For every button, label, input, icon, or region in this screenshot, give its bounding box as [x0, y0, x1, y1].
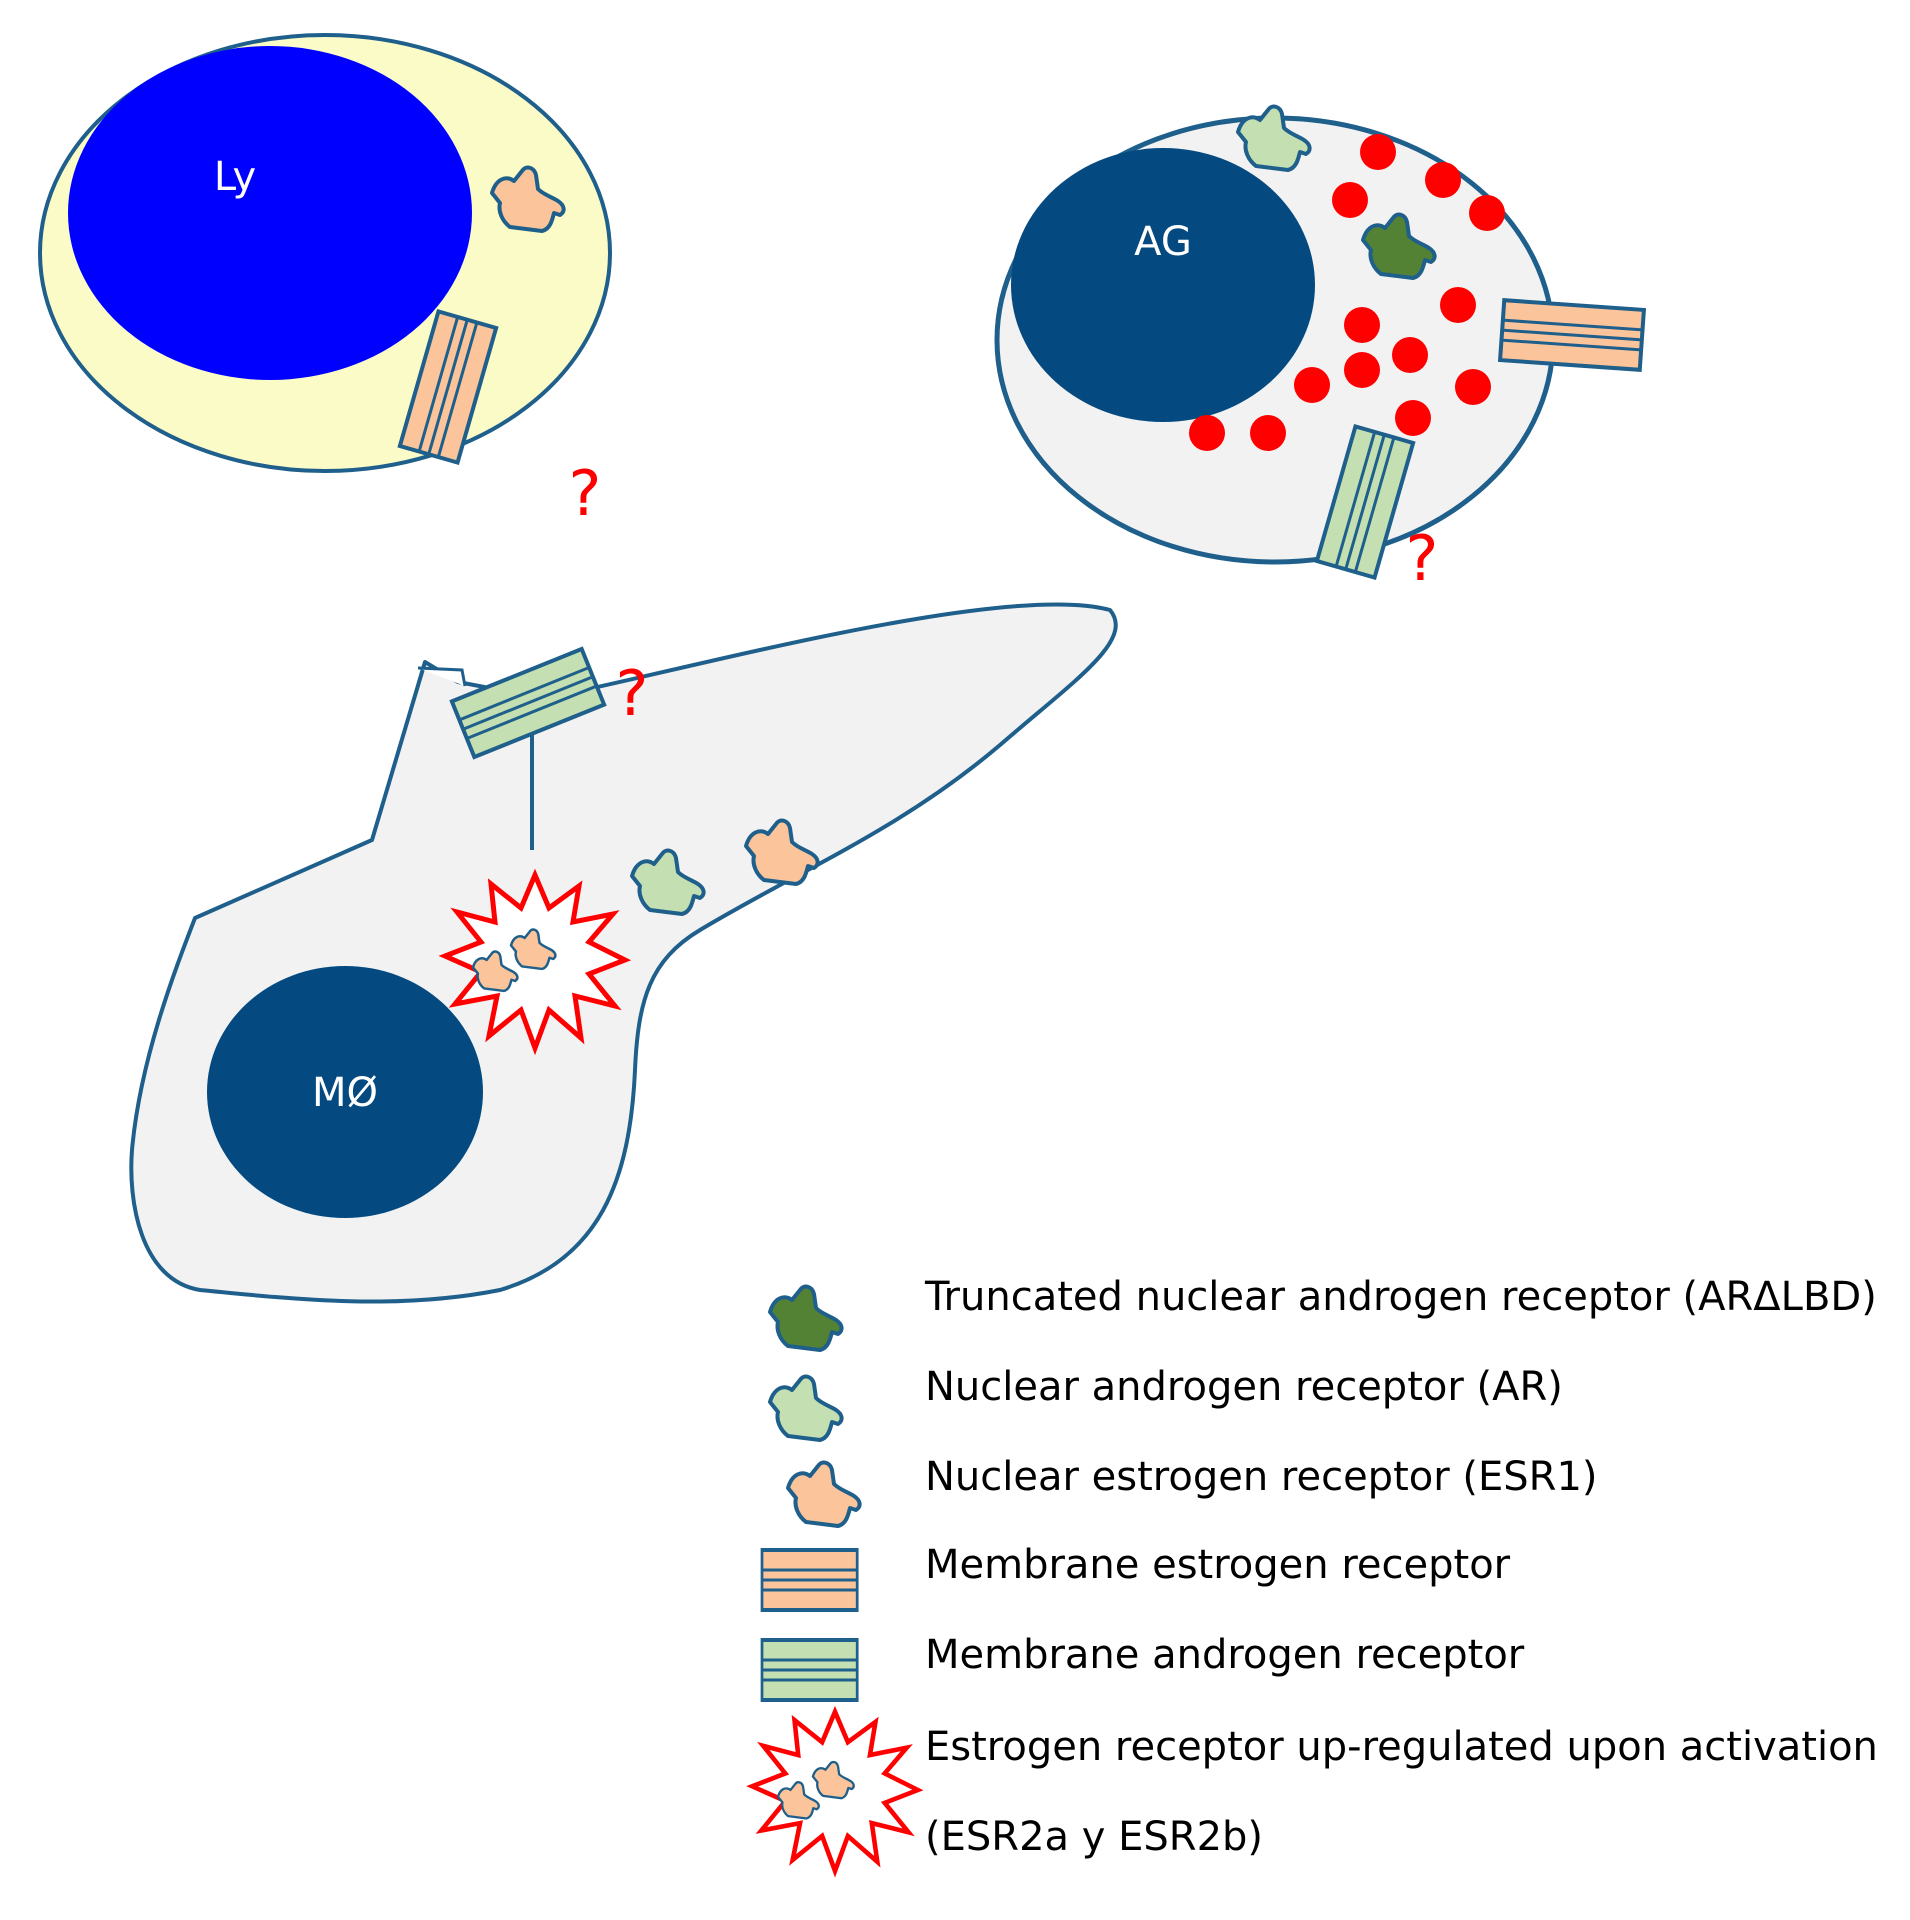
legend-membrane-er-label: Membrane estrogen receptor [925, 1542, 1511, 1588]
granulocyte-cell: AG ? [994, 104, 1646, 595]
legend-item-upregulated: Estrogen receptor up-regulated upon acti… [752, 1712, 1878, 1871]
legend-upregulated-label-line2: (ESR2a y ESR2b) [925, 1814, 1263, 1860]
legend-item-nuclear-esr1: Nuclear estrogen receptor (ESR1) [786, 1454, 1598, 1528]
legend-nuclear-esr1-label: Nuclear estrogen receptor (ESR1) [925, 1454, 1598, 1500]
legend-nuclear-ar-label: Nuclear androgen receptor (AR) [925, 1364, 1563, 1410]
macrophage-question-mark: ? [616, 657, 649, 730]
starburst-legend-icon [752, 1712, 918, 1871]
legend-item-nuclear-ar: Nuclear androgen receptor (AR) [768, 1364, 1563, 1442]
macrophage-nucleus [207, 966, 483, 1218]
membrane-estrogen-receptor-icon [1498, 298, 1646, 372]
membrane-er-legend-icon [760, 1548, 860, 1612]
truncated-ar-legend-icon [768, 1284, 844, 1352]
membrane-ar-legend-icon [760, 1638, 860, 1702]
legend-membrane-ar-label: Membrane androgen receptor [925, 1632, 1525, 1678]
granulocyte-nucleus [1011, 148, 1315, 422]
lymphocyte-nucleus [68, 46, 472, 380]
granulocyte-label: AG [1134, 219, 1192, 265]
legend-upregulated-label-line1: Estrogen receptor up-regulated upon acti… [925, 1724, 1878, 1770]
macrophage-label: MØ [312, 1070, 378, 1116]
legend-item-membrane-ar: Membrane androgen receptor [760, 1632, 1525, 1702]
ar-receptor-icon [1236, 104, 1312, 172]
ar-legend-icon [768, 1374, 844, 1442]
lymphocyte-question-mark: ? [569, 457, 602, 530]
lymphocyte-label: Ly [214, 154, 256, 200]
granulocyte-question-mark: ? [1406, 522, 1439, 595]
granules [1189, 134, 1505, 451]
macrophage-cell: MØ ? [129, 602, 1118, 1304]
legend: Truncated nuclear androgen receptor (ARΔ… [752, 1274, 1878, 1871]
legend-item-membrane-er: Membrane estrogen receptor [760, 1542, 1511, 1612]
legend-item-truncated-ar: Truncated nuclear androgen receptor (ARΔ… [768, 1274, 1877, 1352]
macrophage-membrane-notch [417, 666, 467, 687]
legend-truncated-ar-label: Truncated nuclear androgen receptor (ARΔ… [924, 1274, 1877, 1320]
lymphocyte-cell: Ly ? [38, 33, 612, 530]
esr1-legend-icon [786, 1460, 862, 1528]
